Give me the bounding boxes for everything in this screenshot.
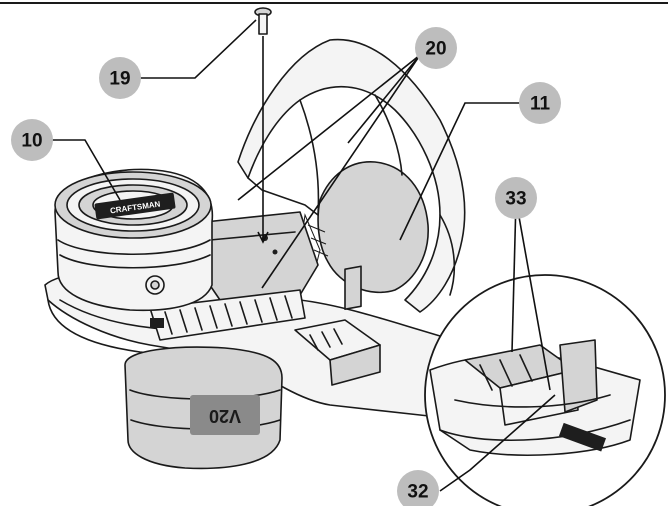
motor-brand-text: V20: [209, 406, 241, 426]
spool-cap-part-10: CRAFTSMAN: [54, 168, 214, 312]
callout-32-label: 32: [407, 482, 428, 503]
zoom-detail-circle: [424, 274, 666, 506]
callout-20: 20: [415, 27, 457, 69]
connector-block: [294, 265, 381, 386]
callout-11: 11: [519, 82, 561, 124]
screw-part-19: [254, 7, 272, 244]
line-cutter-comb: [149, 289, 306, 341]
callout-10-label: 10: [21, 131, 42, 152]
callout-11-label: 11: [530, 94, 551, 115]
callout-20-label: 20: [425, 39, 446, 60]
callout-33-label: 33: [505, 189, 526, 210]
callout-10: 10: [11, 119, 53, 161]
leader-lines: [52, 19, 556, 492]
guard-part-11: [237, 38, 466, 313]
callout-19-label: 19: [109, 69, 130, 90]
callout-19: 19: [99, 57, 141, 99]
spool-brand-plate: [94, 192, 176, 220]
callout-32: 32: [397, 470, 439, 506]
motor-housing: V20: [124, 346, 283, 470]
callout-33: 33: [495, 177, 537, 219]
